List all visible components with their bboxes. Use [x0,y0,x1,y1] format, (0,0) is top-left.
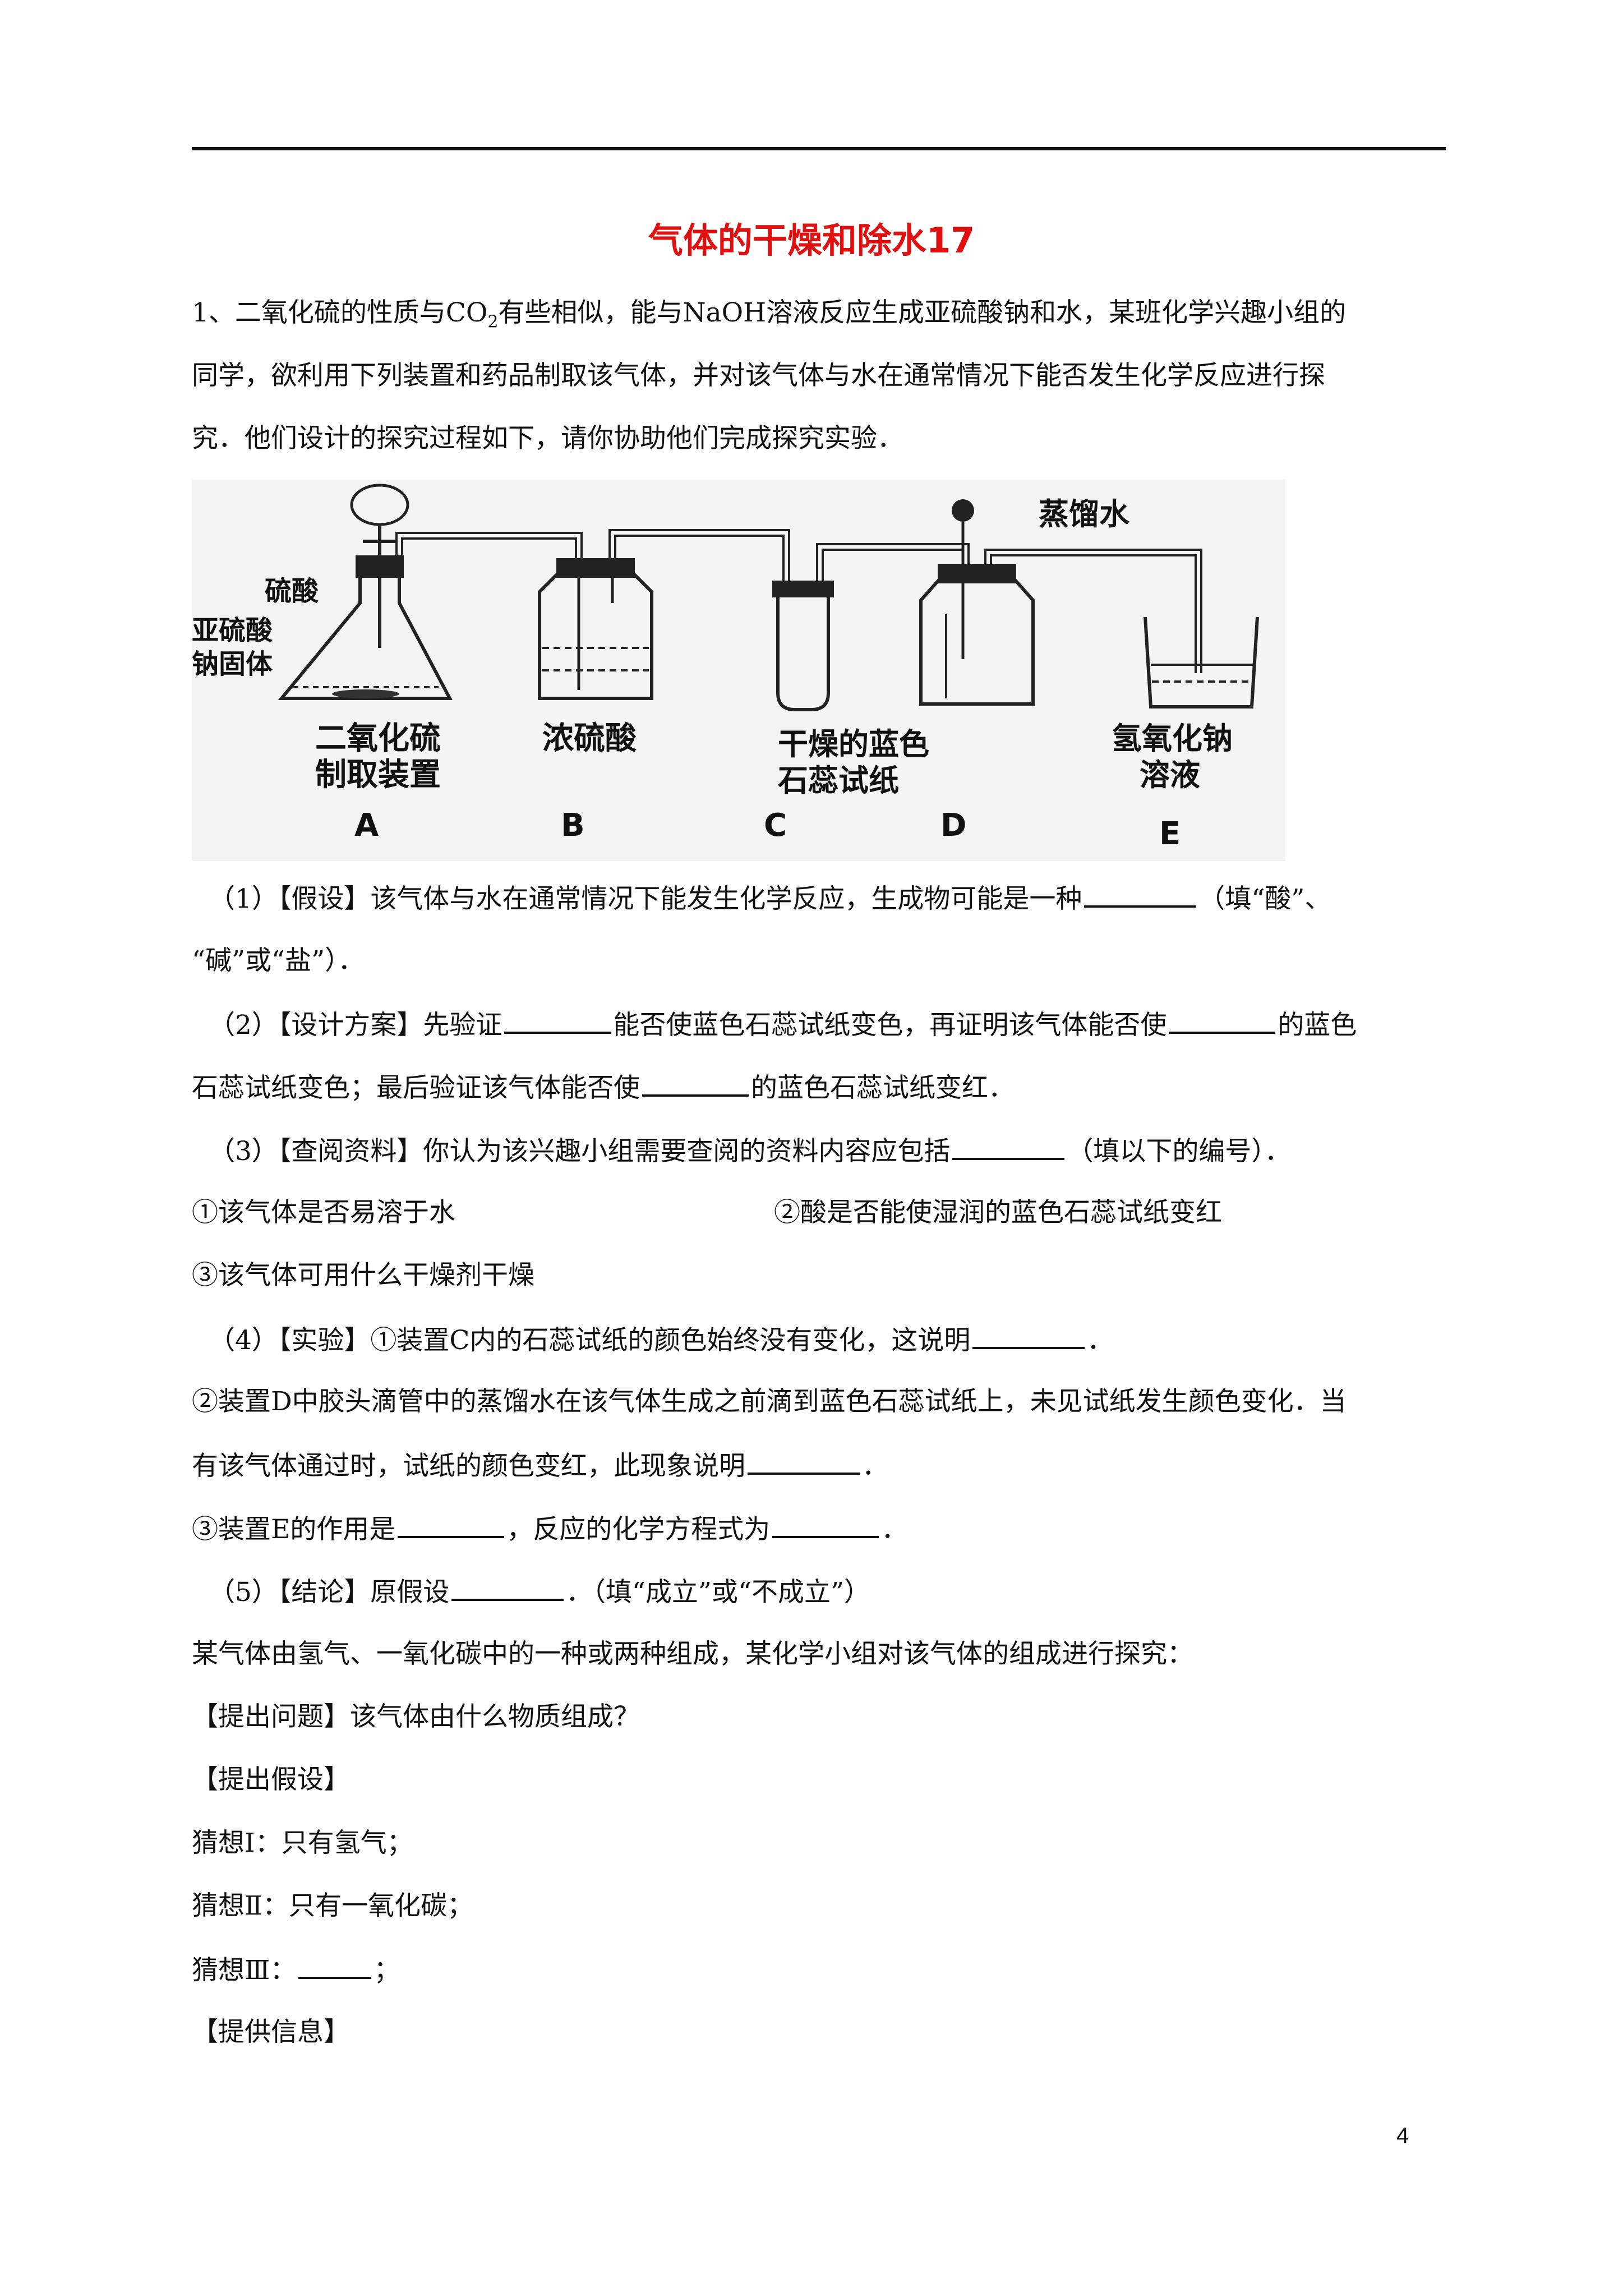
answer-blank[interactable] [772,1511,879,1538]
q1-part2-line1: （2）【设计方案】先验证能否使蓝色石蕊试纸变色，再证明该气体能否使的蓝色 [209,1007,1357,1042]
q1-intro-line1: 1、二氧化硫的性质与CO2有些相似，能与NaOH溶液反应生成亚硫酸钠和水，某班化… [192,297,1347,332]
q1-part4-line2: ②装置D中胶头滴管中的蒸馏水在该气体生成之前滴到蓝色石蕊试纸上，未见试纸发生颜色… [192,1386,1347,1417]
label-sulfuric-acid: 硫酸 [265,576,319,607]
flask-a [278,484,453,700]
beaker-e [1144,616,1259,708]
q1-part4-line3: 有该气体通过时，试纸的颜色变红，此现象说明． [192,1448,888,1483]
label-c-line2: 石蕊试纸 [778,763,899,798]
answer-blank[interactable] [504,1007,611,1034]
q1-part4-line4: ③装置E的作用是，反应的化学方程式为． [192,1511,907,1547]
label-a-line2: 制取装置 [315,757,441,793]
letter-b: B [561,807,585,844]
q2-guess-3: 猜想Ⅲ：； [192,1952,400,1987]
q1-intro-line2: 同学，欲利用下列装置和药品制取该气体，并对该气体与水在通常情况下能否发生化学反应… [192,360,1325,391]
q2-intro: 某气体由氢气、一氧化碳中的一种或两种组成，某化学小组对该气体的组成进行探究： [192,1639,1193,1669]
answer-blank[interactable] [1084,881,1197,908]
letter-c: C [764,807,787,844]
letter-e: E [1159,816,1181,852]
q1-option1: ①该气体是否易溶于水 [192,1197,455,1228]
label-b: 浓硫酸 [542,720,637,757]
label-e-line2: 溶液 [1140,757,1200,793]
bottle-d [919,499,1035,706]
tube-c [772,581,834,711]
answer-blank[interactable] [451,1574,564,1601]
page-number: 4 [1396,2123,1409,2148]
label-distilled-water: 蒸馏水 [1039,496,1130,532]
letter-a: A [354,807,379,844]
answer-blank[interactable] [1169,1007,1276,1034]
label-a-line1: 二氧化硫 [315,720,441,757]
q1-part2-line2: 石蕊试纸变色；最后验证该气体能否使的蓝色石蕊试纸变红． [192,1070,1015,1105]
q1-option3: ③该气体可用什么干燥剂干燥 [192,1260,534,1291]
answer-blank[interactable] [398,1511,505,1538]
q2-guess-2: 猜想Ⅱ：只有一氧化碳； [192,1890,473,1921]
q1-part1-line1: （1）【假设】该气体与水在通常情况下能发生化学反应，生成物可能是一种（填“酸”、 [209,881,1331,916]
answer-blank[interactable] [972,1322,1085,1349]
q2-question: 【提出问题】该气体由什么物质组成？ [192,1701,640,1732]
q1-option2: ②酸是否能使湿润的蓝色石蕊试纸变红 [774,1197,1222,1228]
answer-blank[interactable] [298,1952,372,1979]
label-sodium-sulfite-2: 钠固体 [192,648,273,680]
header-rule [192,147,1446,150]
q1-part3-line1: （3）【查阅资料】你认为该兴趣小组需要查阅的资料内容应包括（填以下的编号）． [209,1133,1291,1168]
q2-hypothesis-heading: 【提出假设】 [192,1764,350,1795]
label-sodium-sulfite-1: 亚硫酸 [192,615,273,646]
q2-guess-1: 猜想Ⅰ：只有氢气； [192,1828,413,1858]
page-title: 气体的干燥和除水17 [648,220,975,261]
label-e-line1: 氢氧化钠 [1112,721,1233,756]
q1-part4-line1: （4）【实验】①装置C内的石蕊试纸的颜色始终没有变化，这说明． [209,1322,1113,1358]
q1-intro-line3: 究．他们设计的探究过程如下，请你协助他们完成探究实验． [192,423,903,454]
q1-part5-line1: （5）【结论】原假设．（填“成立”或“不成立”） [209,1574,870,1609]
bottle-b [538,558,653,700]
q1-part1-line2: “碱”或“盐”）． [192,945,365,976]
label-c-line1: 干燥的蓝色 [778,726,929,762]
letter-d: D [940,807,966,844]
answer-blank[interactable] [748,1448,860,1475]
answer-blank[interactable] [952,1133,1065,1160]
answer-blank[interactable] [642,1070,749,1097]
apparatus-diagram: 硫酸 亚硫酸 钠固体 二氧化硫 制取装置 浓硫酸 干燥的蓝色 石蕊试纸 蒸馏水 … [192,480,1285,861]
q2-info-heading: 【提供信息】 [192,2017,350,2047]
